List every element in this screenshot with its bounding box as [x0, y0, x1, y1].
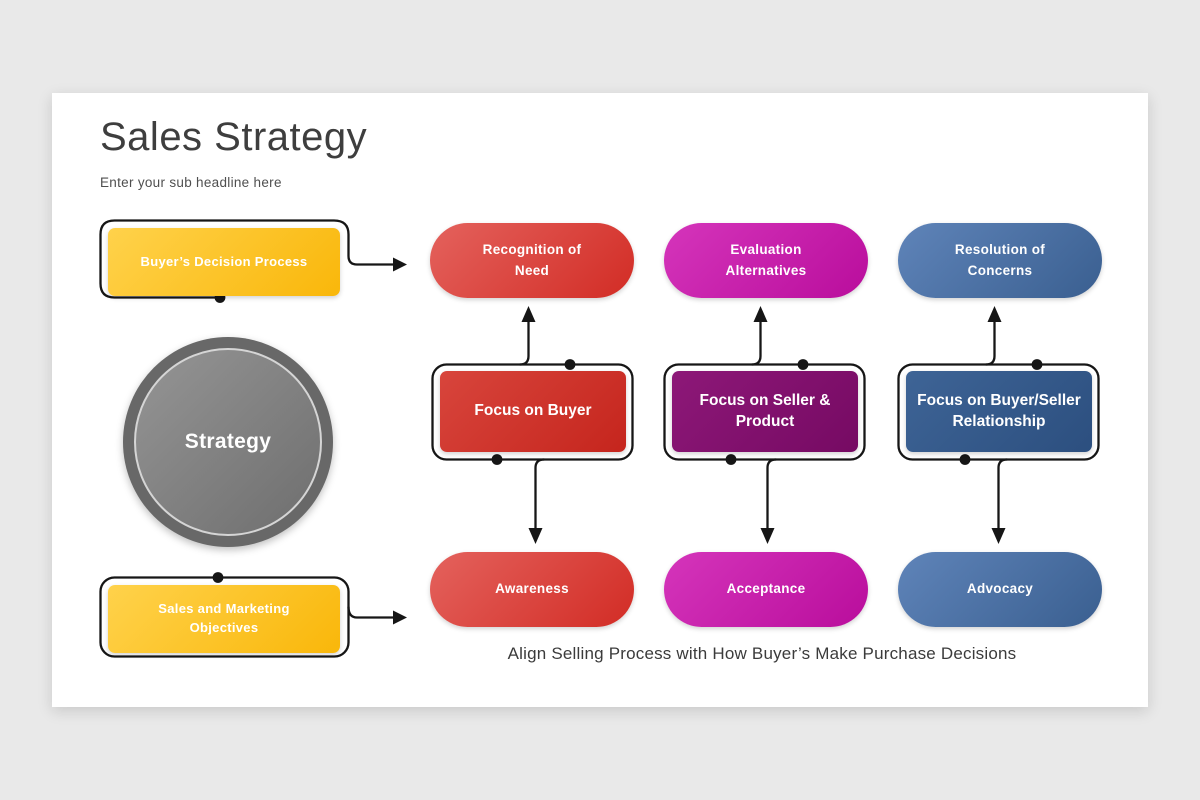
slide-canvas: Sales Strategy Enter your sub headline h…	[52, 93, 1148, 707]
arrow-up-icon	[753, 306, 768, 322]
connector-dot	[491, 454, 503, 465]
slide-caption: Align Selling Process with How Buyer’s M…	[507, 644, 1017, 663]
pill-awareness: Awareness	[430, 552, 634, 627]
connector-dot	[725, 454, 737, 465]
page-title: Sales Strategy	[100, 115, 368, 159]
arrow-down-icon	[991, 528, 1006, 544]
arrow-right-icon	[393, 610, 407, 625]
pill-advocacy: Advocacy	[898, 552, 1102, 627]
connector-dot	[212, 572, 224, 583]
connector-dot	[1031, 359, 1043, 370]
connector-dot	[797, 359, 809, 370]
page-subtitle: Enter your sub headline here	[100, 175, 282, 190]
strategy-circle-label: Strategy	[134, 348, 322, 536]
pill-resolution-of-concerns: Resolution of Concerns	[898, 223, 1102, 298]
strategy-circle: Strategy	[123, 337, 333, 547]
focus-on-seller-product-box: Focus on Seller & Product	[672, 371, 858, 452]
focus-on-buyer-seller-relationship-box: Focus on Buyer/Seller Relationship	[906, 371, 1092, 452]
arrow-down-icon	[528, 528, 543, 544]
arrow-right-icon	[393, 257, 407, 272]
arrow-up-icon	[521, 306, 536, 322]
arrow-up-icon	[987, 306, 1002, 322]
connector-dot	[959, 454, 971, 465]
pill-recognition-of-need: Recognition of Need	[430, 223, 634, 298]
sales-objectives-box: Sales and Marketing Objectives	[108, 585, 340, 653]
connector-dot	[564, 359, 576, 370]
focus-on-buyer-box: Focus on Buyer	[440, 371, 626, 452]
pill-acceptance: Acceptance	[664, 552, 868, 627]
arrow-down-icon	[760, 528, 775, 544]
pill-evaluation-alternatives: Evaluation Alternatives	[664, 223, 868, 298]
buyers-decision-box: Buyer’s Decision Process	[108, 228, 340, 296]
